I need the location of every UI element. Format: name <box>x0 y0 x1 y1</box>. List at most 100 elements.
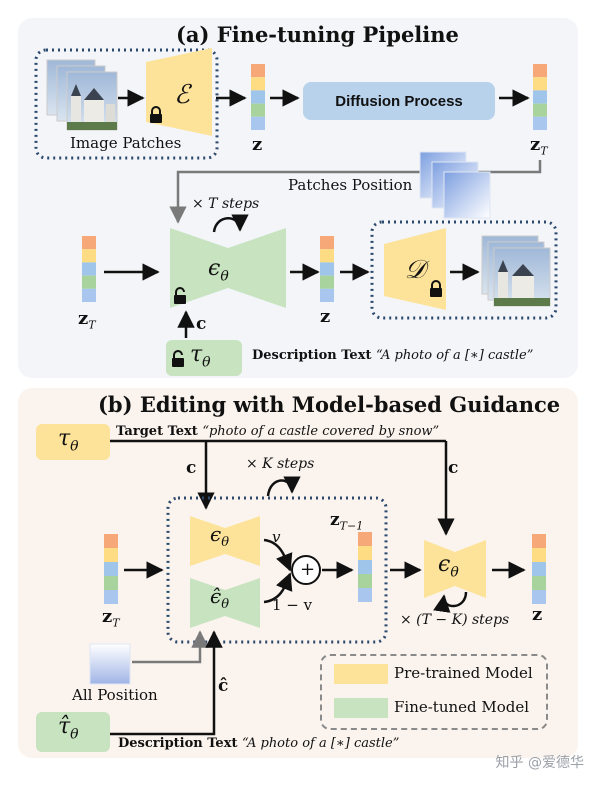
latent-segment <box>82 236 96 250</box>
pretrained-unet-block <box>190 516 260 566</box>
latent-segment <box>104 548 118 562</box>
latent-segment <box>251 116 265 130</box>
latent-segment <box>533 116 547 130</box>
watermark: 知乎 @爱德华 <box>495 755 584 771</box>
latent-segment <box>532 548 546 562</box>
epsilon-label: ϵθ <box>208 256 229 285</box>
lock-icon <box>430 280 442 297</box>
merge-curve-v <box>263 538 293 572</box>
tk-steps-loop-arrow <box>433 591 468 613</box>
latent-segment <box>533 77 547 91</box>
latent-segment <box>104 576 118 590</box>
eps-pretrained-label: ϵθ <box>210 522 230 550</box>
latent-zT-input-stack <box>104 534 118 604</box>
v-label: v <box>272 528 281 546</box>
plus-operator <box>291 555 321 585</box>
lock-icon <box>150 106 162 123</box>
all-position-label: All Position <box>72 686 158 704</box>
latent-segment <box>358 532 372 546</box>
c-label: c <box>196 314 207 334</box>
latent-segment <box>320 288 334 302</box>
legend-swatch-pretrained <box>334 664 388 684</box>
lock-icon <box>174 287 186 304</box>
legend-swatch-finetuned <box>334 698 388 718</box>
panel-a-title: (a) Fine-tuning Pipeline <box>176 22 459 47</box>
c-hat-label: ĉ <box>218 676 229 696</box>
image-patches-label: Image Patches <box>70 134 182 152</box>
latent-segment <box>533 90 547 104</box>
latent-segment <box>532 590 546 604</box>
latent-z-output-stack <box>532 534 546 604</box>
final-pretrained-unet-block <box>424 540 486 598</box>
image-patches-dotted-box <box>34 48 219 160</box>
legend-label-finetuned: Fine-tuned Model <box>394 698 530 716</box>
latent-segment <box>533 64 547 78</box>
panel-b-title: (b) Editing with Model-based Guidance <box>98 392 561 417</box>
c-left-label: c <box>186 458 197 478</box>
merge-curve-1-minus-v <box>263 572 293 604</box>
latent-segment <box>532 562 546 576</box>
latent-zT-minus-1-stack <box>358 532 372 602</box>
all-position-icon <box>89 643 131 685</box>
one-minus-v-label: 1 − v <box>272 596 313 614</box>
z-label: z <box>252 134 263 155</box>
t-steps-label: × T steps <box>192 196 260 212</box>
zT-input-label: zT <box>102 606 120 630</box>
arrow-zT-feedback <box>169 160 542 224</box>
latent-segment <box>358 574 372 588</box>
z-output-label: z <box>532 604 543 625</box>
latent-z-mid-stack <box>320 236 334 302</box>
target-text-label: Target Text “photo of a castle covered b… <box>116 424 440 439</box>
latent-segment <box>251 64 265 78</box>
latent-segment <box>82 249 96 263</box>
diffusion-process-box: Diffusion Process <box>303 82 495 120</box>
encoder-block <box>146 48 212 136</box>
tau-hat-label: τ̂θ <box>58 714 79 743</box>
tau-text-encoder-block <box>166 340 242 376</box>
steps-loop-arrow <box>212 214 249 233</box>
unet-epsilon-block <box>170 228 286 308</box>
output-castle-patches <box>481 235 551 307</box>
patches-position-icon <box>419 151 491 219</box>
zT-label: zT <box>530 134 548 158</box>
finetuned-unet-block <box>190 578 260 628</box>
patches-position-label: Patches Position <box>288 176 413 194</box>
latent-segment <box>251 90 265 104</box>
description-text-a: Description Text “A photo of a [∗] castl… <box>252 348 534 363</box>
latent-segment <box>320 262 334 276</box>
plus-symbol: + <box>300 559 316 580</box>
target-tau-label: τθ <box>58 426 79 455</box>
k-steps-label: × K steps <box>246 456 315 472</box>
tk-steps-label: × (T − K) steps <box>400 612 510 628</box>
latent-segment <box>82 275 96 289</box>
latent-segment <box>104 590 118 604</box>
latent-segment <box>320 249 334 263</box>
latent-segment <box>533 103 547 117</box>
decoder-dotted-box <box>370 220 558 320</box>
latent-segment <box>104 534 118 548</box>
tau-hat-block <box>36 712 110 752</box>
target-tau-block <box>36 424 110 460</box>
legend-label-pretrained: Pre-trained Model <box>394 664 533 682</box>
latent-segment <box>358 546 372 560</box>
latent-zT-left-stack <box>82 236 96 302</box>
latent-segment <box>358 588 372 602</box>
latent-segment <box>251 77 265 91</box>
lock-icon <box>172 350 184 367</box>
latent-segment <box>82 262 96 276</box>
latent-segment <box>82 288 96 302</box>
latent-segment <box>320 236 334 250</box>
zT-left-label: zT <box>78 308 96 332</box>
latent-segment <box>104 562 118 576</box>
latent-segment <box>251 103 265 117</box>
latent-zT-stack <box>533 64 547 130</box>
z-mid-label: z <box>320 306 331 327</box>
latent-segment <box>320 275 334 289</box>
latent-z-stack <box>251 64 265 130</box>
eps-hat-label: ϵ̂θ <box>210 584 230 612</box>
arrow-all-position <box>132 630 209 664</box>
legend <box>320 654 548 730</box>
latent-segment <box>532 576 546 590</box>
castle-image-patches <box>46 59 118 131</box>
